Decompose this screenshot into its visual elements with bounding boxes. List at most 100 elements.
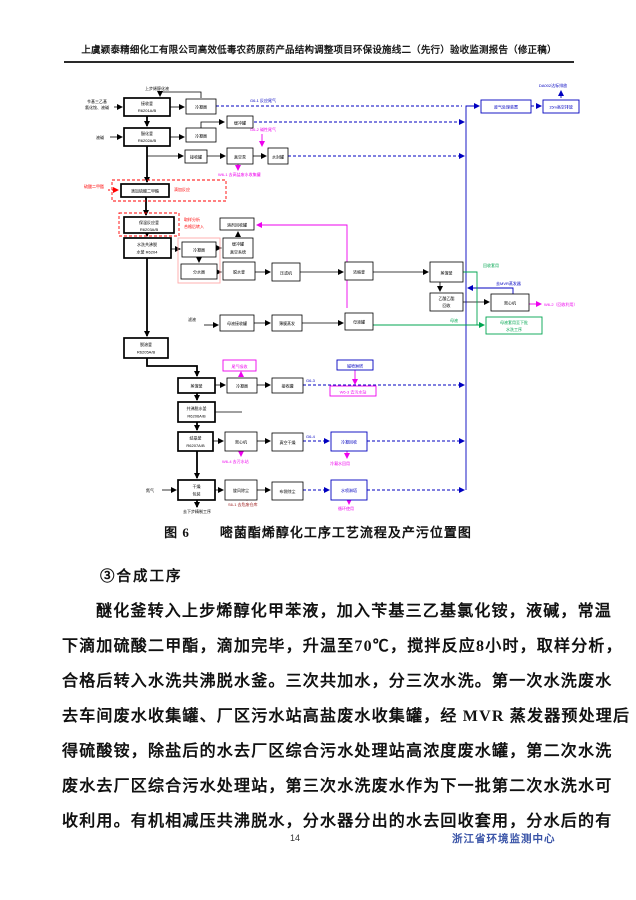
- body-line: 得硫酸铵，除盐后的水去厂区综合污水处理站高浓度废水罐，第二次水洗: [62, 743, 613, 760]
- label-c9: 薄膜蒸发: [279, 320, 295, 326]
- node-holding-reactor: [123, 216, 175, 234]
- label-input-1b: 氯化铵、液碱: [85, 104, 109, 110]
- label-c5: 蒸馏釜: [441, 270, 453, 276]
- label-r8b: 包装: [193, 491, 201, 497]
- label-c4: 浓缩釜: [353, 269, 365, 275]
- node-alkali-scrubber: [336, 359, 374, 371]
- label-r2: 冷凝器: [236, 383, 248, 389]
- label-w3-outlet: W6-3 去污水站: [340, 389, 367, 395]
- node-dewater-kettle: [222, 261, 256, 281]
- label-c6b: 回收: [443, 302, 451, 308]
- node-distillation-kettle-1: [429, 261, 464, 283]
- label-b10a: 保温反应釜: [139, 219, 159, 225]
- label-b7: 真空泵: [234, 154, 246, 160]
- label-c6a: 乙酸乙酯: [439, 295, 455, 301]
- label-c1a: 水洗共沸脱: [137, 241, 157, 247]
- node-cyclone: [224, 479, 258, 501]
- red-highlight-frame-1: [111, 179, 227, 202]
- node-mother-liquor-tank: [219, 314, 255, 332]
- label-b10b: R6203A/B: [140, 227, 159, 232]
- node-water-scrubber: [330, 479, 368, 501]
- label-m3: W6-2（回收利用）: [544, 301, 578, 307]
- label-dms-input: 硫酸二甲酯: [84, 183, 104, 189]
- label-b6: 接收罐: [190, 154, 202, 160]
- node-condenser-1: [185, 98, 217, 115]
- node-condenser-2: [185, 127, 217, 143]
- body-line: 收利用。有机相减压共沸脱水，分水器分出的水去回收套用，分水后的有: [62, 813, 613, 830]
- label-c8: 母液接收罐: [227, 320, 247, 326]
- node-distillation-kettle-2: [177, 377, 216, 394]
- node-receive-tank: [184, 149, 208, 164]
- label-c9b: 母液罐: [353, 319, 365, 325]
- label-gas-treatment: 废气处理装置: [494, 104, 518, 110]
- label-condense-recovery: 冷凝回收: [341, 439, 357, 445]
- label-gbox-b: 水洗工序: [506, 326, 522, 332]
- flow-boxes: [120, 97, 580, 501]
- label-solid-waste: S6-1 去危废仓库: [228, 501, 258, 507]
- flow-svg: 上步烯醇化液 苄基三乙基 氯化铵、液碱 液碱 氮气 接收釜 R6201A/B 冷…: [84, 82, 580, 514]
- node-w3-outlet: [329, 385, 377, 397]
- label-m2: W6-1 去高盐废水收集罐: [218, 171, 261, 177]
- node-water-separator: [180, 263, 218, 280]
- body-line: 醚化釜转入上步烯醇化甲苯液，加入苄基三乙基氯化铵，液碱，常温: [96, 603, 613, 620]
- label-filtrate: 滤液: [188, 316, 196, 322]
- label-stack: 15m高空排放: [549, 104, 573, 110]
- label-cAa: 脱溶釜: [140, 341, 152, 347]
- body-line: 废水去厂区综合污水处理站，第三次水洗废水作为下一批第二次水洗水可: [62, 778, 613, 795]
- figure-title: 嘧菌酯烯醇化工序工艺流程及产污位置图: [219, 525, 472, 540]
- label-p2: 分水器: [193, 269, 205, 275]
- node-wash-dewater-kettle: [123, 237, 172, 259]
- node-receiver-kettle: [123, 97, 171, 117]
- node-desolvent-kettle: [123, 337, 169, 359]
- label-gbox-a: 母液套用至下批: [500, 319, 528, 325]
- label-c2a: 缓冲罐: [232, 241, 244, 247]
- label-r10: 布袋除尘: [280, 488, 296, 494]
- label-r3: 接收罐: [282, 383, 294, 389]
- label-b1a: 接收釜: [141, 100, 153, 106]
- label-b3b: R6202A/B: [138, 138, 157, 143]
- label-cD: 脱水釜: [233, 269, 245, 275]
- label-b5: 缓冲罐: [234, 120, 246, 126]
- node-mother-liquor-reuse: [485, 316, 543, 335]
- pink-group-frame: [177, 237, 221, 284]
- label-stack-outlet: DA002达标排放: [539, 82, 567, 88]
- node-film-evaporator: [271, 314, 303, 332]
- node-etherification-kettle: [123, 127, 171, 147]
- node-condenser-4: [226, 377, 258, 394]
- body-line: 去车间废水收集罐、厂区污水站高盐废水收集罐，经 MVR 蒸发器预处理后: [62, 708, 631, 725]
- label-cAb: R6205A/B: [137, 350, 156, 355]
- node-gas-treatment: [480, 99, 532, 114]
- figure-caption: 图 6 嘧菌酯烯醇化工序工艺流程及产污位置图: [0, 522, 636, 541]
- label-c0: 溶剂回收罐: [227, 222, 247, 228]
- label-b4: 冷凝器: [195, 133, 207, 139]
- flow-connectors-gas-blue: [216, 90, 564, 493]
- label-r9: 旋风除尘: [233, 487, 249, 493]
- label-red-note-2b: 合格后转入: [184, 223, 204, 229]
- label-alkali-scrubber: 碱喷淋塔: [347, 363, 363, 369]
- node-tail-gas-absorb: [222, 359, 257, 372]
- label-r5a: 结晶釜: [190, 435, 202, 441]
- label-r8a: 干燥: [193, 483, 201, 489]
- label-b9: 滴加硫酸二甲酯: [131, 188, 159, 194]
- figure-label: 图 6: [164, 525, 190, 540]
- label-input-1a: 苄基三乙基: [87, 98, 107, 104]
- node-centrifuge-1: [490, 293, 530, 312]
- node-condenser-3: [181, 241, 217, 258]
- node-water-seal: [267, 147, 289, 165]
- node-solvent-recovery-tank: [219, 217, 255, 231]
- node-vacuum-buffer: [222, 237, 254, 259]
- node-receive-tank-2: [271, 377, 304, 394]
- node-vacuum-dryer: [271, 432, 304, 452]
- label-green-recycle: 回收套用: [483, 262, 499, 268]
- label-red-note-2a: 取样分析: [184, 216, 200, 222]
- node-azeotrope-kettle: [177, 401, 216, 423]
- label-water-scrubber: 水喷淋塔: [341, 487, 357, 493]
- label-r6: 离心机: [235, 439, 247, 445]
- node-dry-pack: [177, 479, 216, 501]
- red-highlight-frame-2: [118, 212, 180, 237]
- label-m5: 冷凝水回用: [330, 460, 350, 466]
- label-red-note: 滴加反应: [174, 186, 190, 192]
- label-c2b: 真空系统: [230, 249, 246, 255]
- node-vacuum-pump: [226, 147, 254, 165]
